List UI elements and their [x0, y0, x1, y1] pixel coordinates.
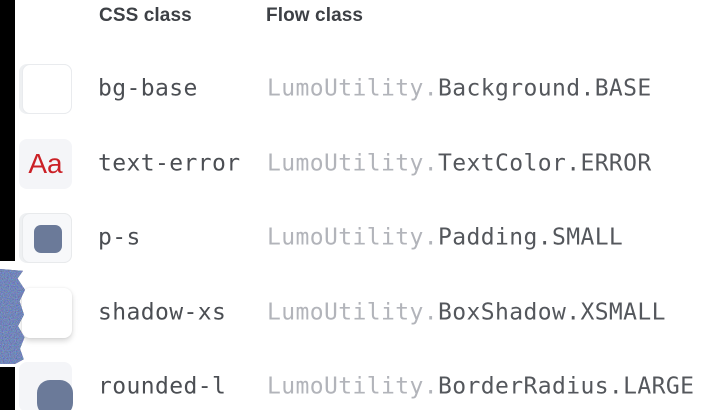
- screen-edge-glitch-artifact: [0, 269, 25, 364]
- flow-class-main: Padding.SMALL: [437, 224, 624, 251]
- flow-class-name: LumoUtility.BoxShadow.XSMALL: [267, 299, 666, 325]
- css-class-name: p-s: [98, 224, 141, 251]
- flow-class-prefix: LumoUtility.: [267, 224, 438, 251]
- column-header-flow-class: Flow class: [266, 5, 364, 26]
- column-header-css-class: CSS class: [99, 5, 192, 26]
- padding-small-preview-swatch: [19, 213, 72, 263]
- table-row-p-s: p-s LumoUtility.Padding.SMALL: [0, 201, 702, 276]
- shadowed-card: [22, 287, 72, 338]
- flow-class-name: LumoUtility.TextColor.ERROR: [267, 150, 652, 176]
- flow-class-name: LumoUtility.Padding.SMALL: [267, 225, 623, 251]
- flow-class-prefix: LumoUtility.: [267, 299, 438, 326]
- screen-edge-black-strip-bottom: [0, 367, 15, 410]
- padded-content-square: [34, 225, 62, 253]
- flow-class-main: Background.BASE: [437, 75, 652, 102]
- css-class-name: shadow-xs: [98, 299, 227, 326]
- table-row-shadow-xs: shadow-xs LumoUtility.BoxShadow.XSMALL: [0, 276, 702, 351]
- flow-class-prefix: LumoUtility.: [267, 75, 438, 102]
- red-text-sample: Aa: [28, 147, 63, 179]
- flow-class-name: LumoUtility.Background.BASE: [267, 76, 652, 102]
- css-class-name: bg-base: [98, 75, 198, 102]
- css-class-name: rounded-l: [98, 373, 227, 400]
- text-error-preview-swatch: Aa: [19, 138, 72, 189]
- flow-class-main: BorderRadius.LARGE: [437, 373, 695, 400]
- table-row-text-error: Aa text-error LumoUtility.TextColor.ERRO…: [0, 127, 702, 202]
- flow-class-name: LumoUtility.BorderRadius.LARGE: [267, 374, 694, 400]
- css-class-name: text-error: [98, 150, 241, 177]
- table-row-rounded-l: rounded-l LumoUtility.BorderRadius.LARGE: [0, 350, 702, 410]
- rounded-corner-square: [37, 380, 73, 410]
- flow-class-prefix: LumoUtility.: [267, 373, 438, 400]
- flow-class-main: TextColor.ERROR: [437, 150, 652, 177]
- padding-frame: [22, 213, 72, 263]
- screen-edge-black-strip-top: [0, 0, 15, 261]
- flow-class-main: BoxShadow.XSMALL: [437, 299, 666, 326]
- table-header: CSS class Flow class: [0, 3, 702, 29]
- white-background-card: [22, 64, 72, 114]
- table-row-bg-base: bg-base LumoUtility.Background.BASE: [0, 52, 702, 127]
- bg-base-preview-swatch: [19, 64, 72, 114]
- shadow-xsmall-preview-swatch: [19, 287, 72, 338]
- border-radius-large-preview-swatch: [19, 362, 73, 410]
- table-body: bg-base LumoUtility.Background.BASE Aa t…: [0, 52, 702, 410]
- flow-class-prefix: LumoUtility.: [267, 150, 438, 177]
